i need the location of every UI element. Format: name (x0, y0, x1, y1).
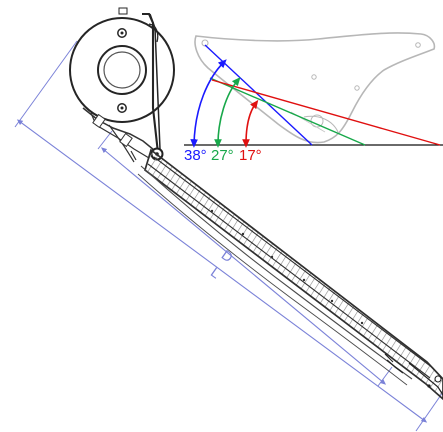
blue-angle-label: 38° (184, 147, 207, 164)
dimension-label-l: L (208, 264, 224, 282)
round-housing (69, 7, 175, 154)
red-angle-label: 17° (239, 147, 262, 164)
green-angle-label: 27° (211, 147, 234, 164)
blue-angle-line (204, 44, 313, 146)
blue-angle-arc (190, 59, 227, 148)
red-angle-arc (242, 99, 259, 148)
main-rail (137, 148, 443, 401)
green-angle-line (209, 77, 366, 146)
dimension-l (97, 130, 393, 387)
